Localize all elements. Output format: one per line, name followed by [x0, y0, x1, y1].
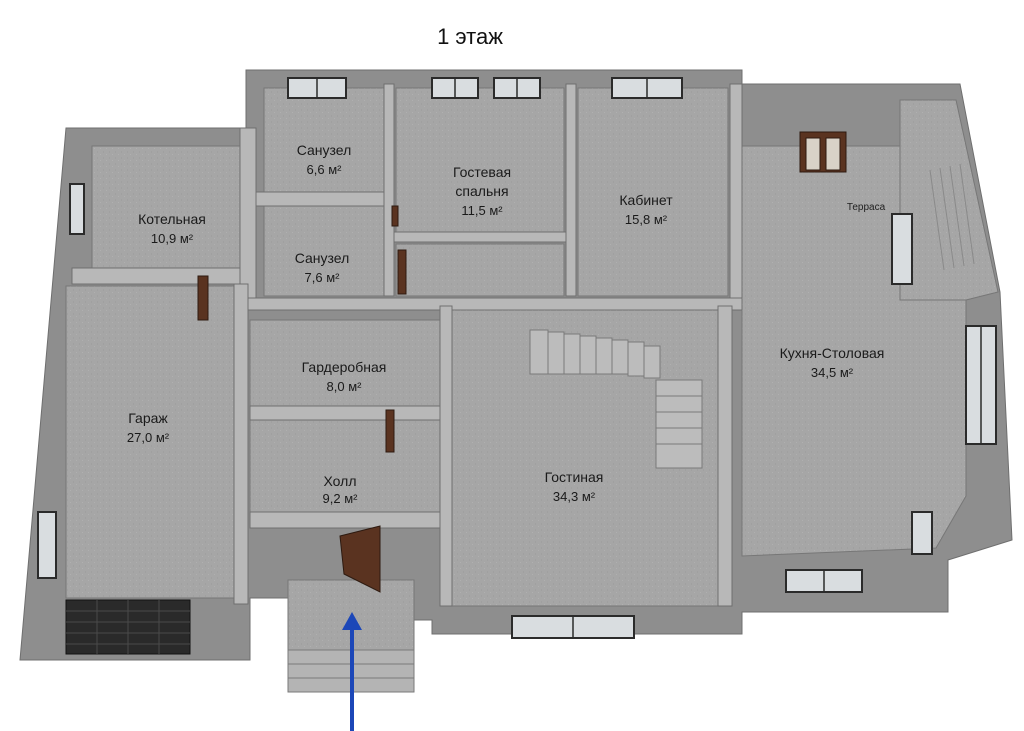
room-office-area: 15,8 м² — [625, 212, 668, 227]
room-living-area: 34,3 м² — [553, 489, 596, 504]
room-labels: Котельная 10,9 м² Санузел 6,6 м² Санузел… — [127, 142, 886, 506]
room-guest-name2: спальня — [455, 183, 508, 199]
interior-walls — [71, 83, 743, 607]
door-corridor — [397, 249, 407, 295]
room-wardrobe-area: 8,0 м² — [327, 379, 363, 394]
window-mullions — [316, 78, 982, 638]
room-office-name: Кабинет — [619, 192, 673, 208]
floor-office — [577, 87, 729, 297]
window-boiler — [69, 183, 85, 235]
floor-garage — [65, 285, 235, 599]
terrace-label: Терраса — [847, 202, 886, 213]
room-bath1-name: Санузел — [297, 142, 352, 158]
staircase-icon — [529, 329, 703, 469]
window-garage — [37, 511, 57, 579]
floor-bath2 — [263, 205, 385, 297]
floor-terrace — [899, 99, 999, 301]
room-wardrobe-name: Гардеробная — [302, 359, 387, 375]
room-floors — [65, 87, 999, 693]
garage-door-icon — [65, 599, 191, 655]
room-guest-name: Гостевая — [453, 164, 511, 180]
door-bath2 — [391, 205, 399, 227]
room-garage-area: 27,0 м² — [127, 430, 170, 445]
room-garage-name: Гараж — [128, 410, 168, 426]
room-living-name: Гостиная — [545, 469, 604, 485]
room-bath2-area: 7,6 м² — [305, 270, 341, 285]
window-kitchen-corner — [911, 511, 933, 555]
window-kitchen-terrace — [891, 213, 913, 285]
room-hall-area: 9,2 м² — [323, 491, 359, 506]
door-panels — [805, 137, 841, 171]
floor-boiler — [91, 145, 241, 269]
door-boiler — [197, 275, 209, 321]
room-boiler-area: 10,9 м² — [151, 231, 194, 246]
room-kitchen-area: 34,5 м² — [811, 365, 854, 380]
door-wardrobe — [385, 409, 395, 453]
door-entrance — [339, 525, 381, 593]
room-kitchen-name: Кухня-Столовая — [780, 345, 885, 361]
floor-hall — [249, 419, 441, 513]
room-hall-name: Холл — [324, 473, 357, 489]
entrance-arrow-icon — [342, 612, 362, 731]
room-bath1-area: 6,6 м² — [307, 162, 343, 177]
room-guest-area: 11,5 м² — [461, 203, 503, 218]
floor-corridor — [395, 243, 565, 297]
terrace-steps — [929, 163, 975, 271]
room-bath2-name: Санузел — [295, 250, 350, 266]
floor-title: 1 этаж — [437, 24, 503, 49]
floor-guest — [395, 87, 565, 233]
room-boiler-name: Котельная — [138, 211, 206, 227]
